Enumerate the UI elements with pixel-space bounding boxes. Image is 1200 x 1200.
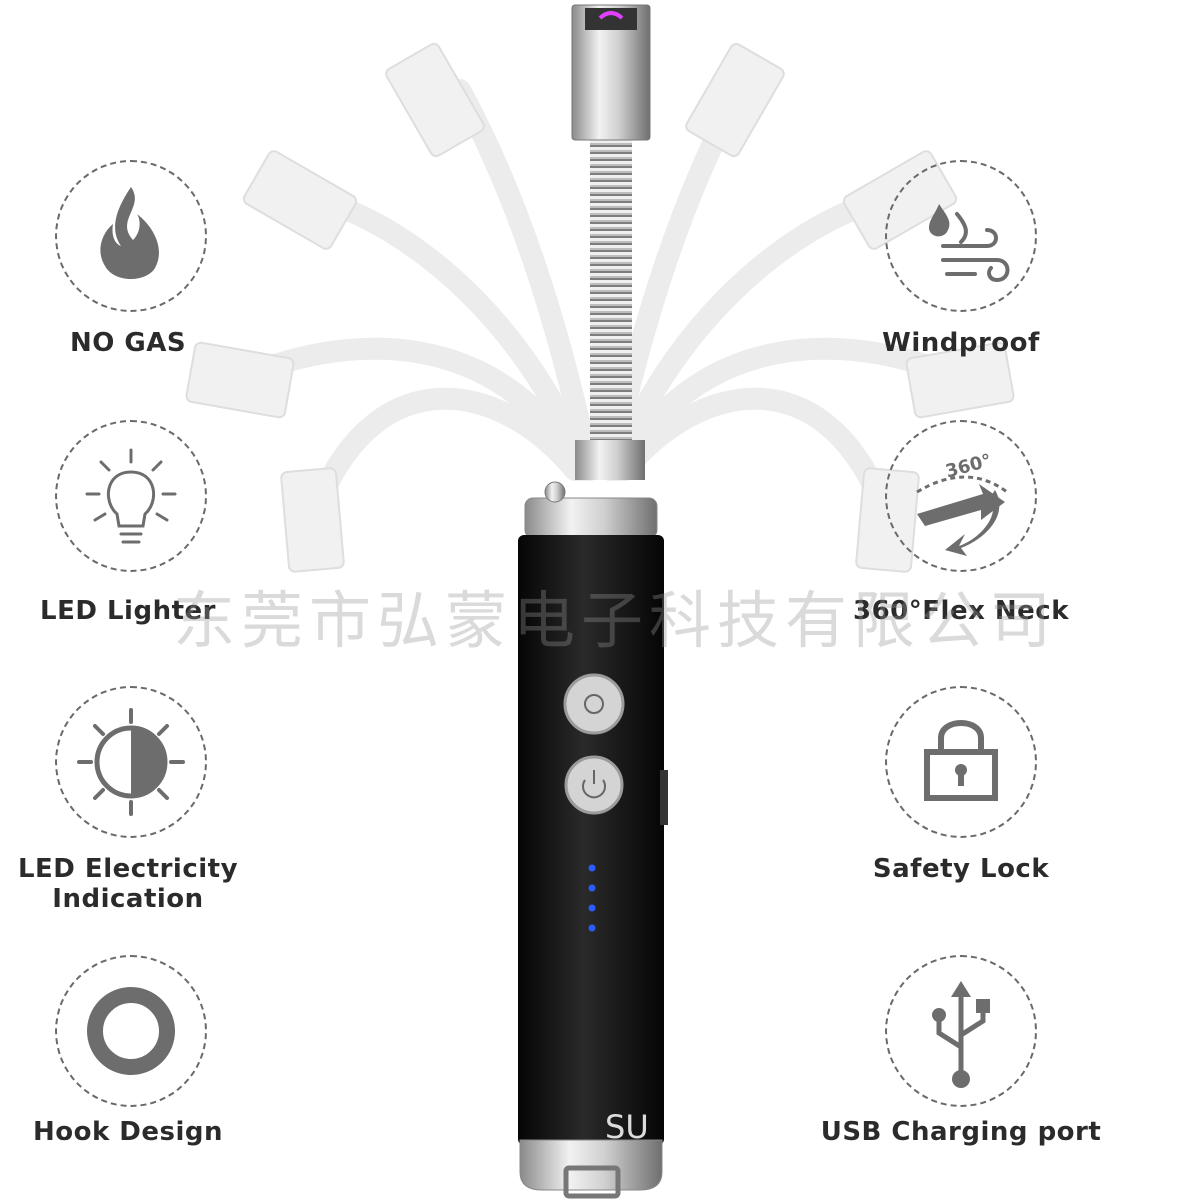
company-watermark: 东莞市弘蒙电子科技有限公司 [172,584,1057,657]
feature-safety-lock: Safety Lock [0,686,1200,906]
feature-label: NO GAS [69,328,187,358]
feature-led-lighter: LED Lighter [0,420,278,640]
light-bulb-icon [55,420,207,572]
lighter-bottom-cap [519,1139,663,1191]
rotate-360-icon: 360° [885,420,1037,572]
lighter-body [518,535,664,1145]
feature-usb-charging: USB Charging port [0,955,1200,1175]
feature-label: Windproof [882,328,1040,358]
feature-no-gas: NO GAS [0,150,278,370]
padlock-icon [885,686,1037,838]
feature-label: USB Charging port [820,1117,1102,1147]
feature-label: Safety Lock [872,854,1050,884]
usb-icon [885,955,1037,1107]
watermark-fragment: SU [605,1108,649,1146]
hanging-hook [563,1165,621,1199]
feature-hook-design: Hook Design [0,955,278,1175]
battery-led-indicators [588,864,596,932]
feature-label: LED Lighter [40,596,216,626]
feature-label: LED Electricity Indication [17,854,239,914]
ghost-head-positions [185,42,1015,573]
feature-windproof: Windproof [0,150,1200,370]
flex-neck-coil [590,135,632,470]
power-button [564,755,624,815]
lighter-head [571,4,651,141]
feature-label: 360°Flex Neck [853,596,1069,626]
feature-led-electricity: LED Electricity Indication [0,686,278,926]
feature-flex-neck: 360° 360°Flex Neck [0,420,1200,640]
light-button [563,673,625,735]
lighter-illustration [185,4,1015,1199]
ring-icon [55,955,207,1107]
half-sun-icon [55,686,207,838]
flame-icon [55,160,207,312]
feature-label: Hook Design [32,1117,224,1147]
wind-drop-icon [885,160,1037,312]
